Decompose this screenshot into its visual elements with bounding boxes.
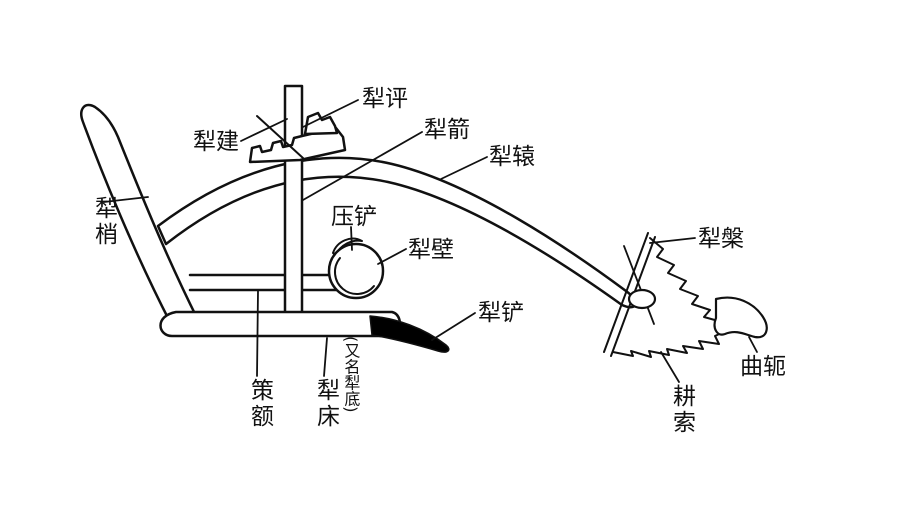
leader-plow-handle — [103, 196, 149, 203]
label-strut: 策额 — [246, 378, 273, 430]
adjusting-lever-shape — [248, 126, 347, 164]
leader-curved-yoke — [748, 336, 758, 353]
adjusting-pin-shape — [256, 115, 304, 159]
curved-yoke-shape — [713, 296, 768, 339]
leader-plow-sole — [323, 337, 328, 377]
leader-lines — [103, 99, 758, 383]
moldboard-spiral — [333, 257, 375, 296]
leader-strut — [256, 290, 259, 377]
plow-disc-strut-a — [603, 232, 649, 353]
plow-disc-cross — [623, 245, 655, 325]
label-plowshare: 犁铲 — [478, 300, 524, 326]
leader-adjusting-pin — [240, 118, 288, 142]
label-plow-disc: 犁槃 — [698, 226, 744, 252]
label-curved-yoke: 曲轭 — [740, 354, 786, 380]
leader-adjusting-lever — [302, 99, 359, 128]
leader-plow-beam — [440, 156, 488, 180]
plow-arrow-shape — [283, 84, 304, 316]
label-plow-arrow: 犁箭 — [424, 117, 470, 143]
label-plow-sole: 犁床 — [312, 378, 339, 430]
label-plow-handle: 犁梢 — [90, 196, 117, 248]
leader-moldboard — [377, 248, 407, 265]
label-plow-beam: 犁辕 — [489, 144, 535, 170]
leader-tow-rope — [660, 351, 680, 383]
beam-end-knob — [627, 288, 657, 310]
label-press-shovel: 压铲 — [331, 204, 377, 230]
leader-press-shovel — [350, 226, 353, 251]
plow-handle-shape — [80, 103, 200, 324]
label-plow-sole-alt: (又名犁底) — [341, 336, 361, 413]
moldboard-shape — [327, 242, 385, 300]
label-adjusting-pin: 犁建 — [193, 129, 239, 155]
adjusting-lever-top-shape — [303, 111, 339, 136]
leader-plow-arrow — [302, 131, 423, 201]
plowshare-shape — [369, 315, 450, 353]
leader-plowshare — [431, 312, 476, 341]
plow-beam-shape — [156, 156, 637, 309]
tow-rope-lower-edge — [612, 326, 735, 358]
label-moldboard: 犁壁 — [408, 237, 454, 263]
label-tow-rope: 耕索 — [668, 384, 695, 436]
leader-plow-disc — [649, 237, 696, 244]
label-adjusting-lever: 犁评 — [362, 86, 408, 112]
plow-sole-shape — [159, 310, 402, 338]
